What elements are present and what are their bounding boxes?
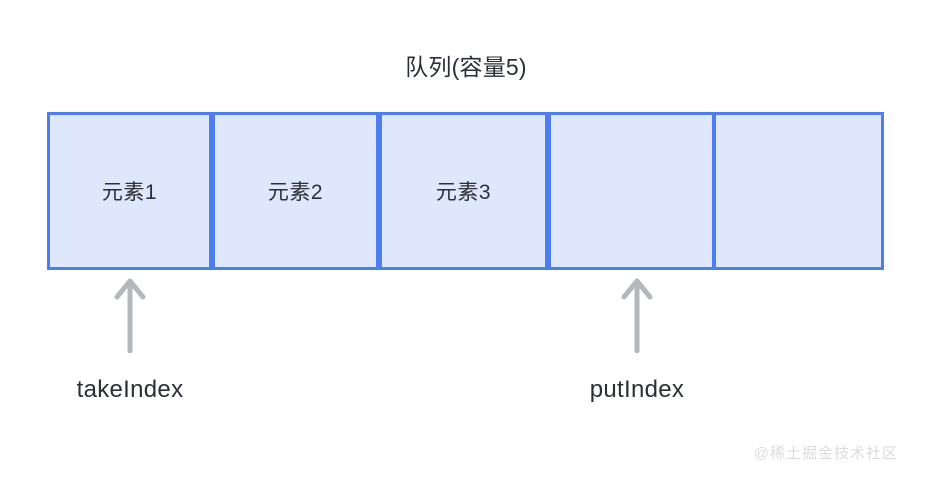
queue-cell-0: 元素1 bbox=[50, 115, 215, 267]
pointer-label-takeindex: takeIndex bbox=[76, 376, 184, 403]
arrow-up-icon bbox=[621, 278, 653, 353]
queue-cell-1: 元素2 bbox=[215, 115, 382, 267]
pointer-marker-putindex: putIndex bbox=[507, 273, 767, 405]
queue-cell-label: 元素3 bbox=[435, 181, 492, 204]
queue-cell-label: 元素1 bbox=[101, 181, 158, 204]
queue-cell-4 bbox=[716, 115, 881, 267]
arrow-up-icon bbox=[114, 278, 146, 353]
queue-cell-label: 元素2 bbox=[267, 181, 324, 204]
queue-cell-3 bbox=[551, 115, 716, 267]
watermark: @稀土掘金技术社区 bbox=[753, 445, 898, 462]
pointer-label-putindex: putIndex bbox=[589, 376, 685, 403]
queue-cell-2: 元素3 bbox=[382, 115, 551, 267]
queue-array: 元素1 元素2 元素3 bbox=[47, 112, 884, 270]
diagram-title: 队列(容量5) bbox=[405, 54, 527, 80]
pointer-marker-takeindex: takeIndex bbox=[0, 273, 260, 405]
